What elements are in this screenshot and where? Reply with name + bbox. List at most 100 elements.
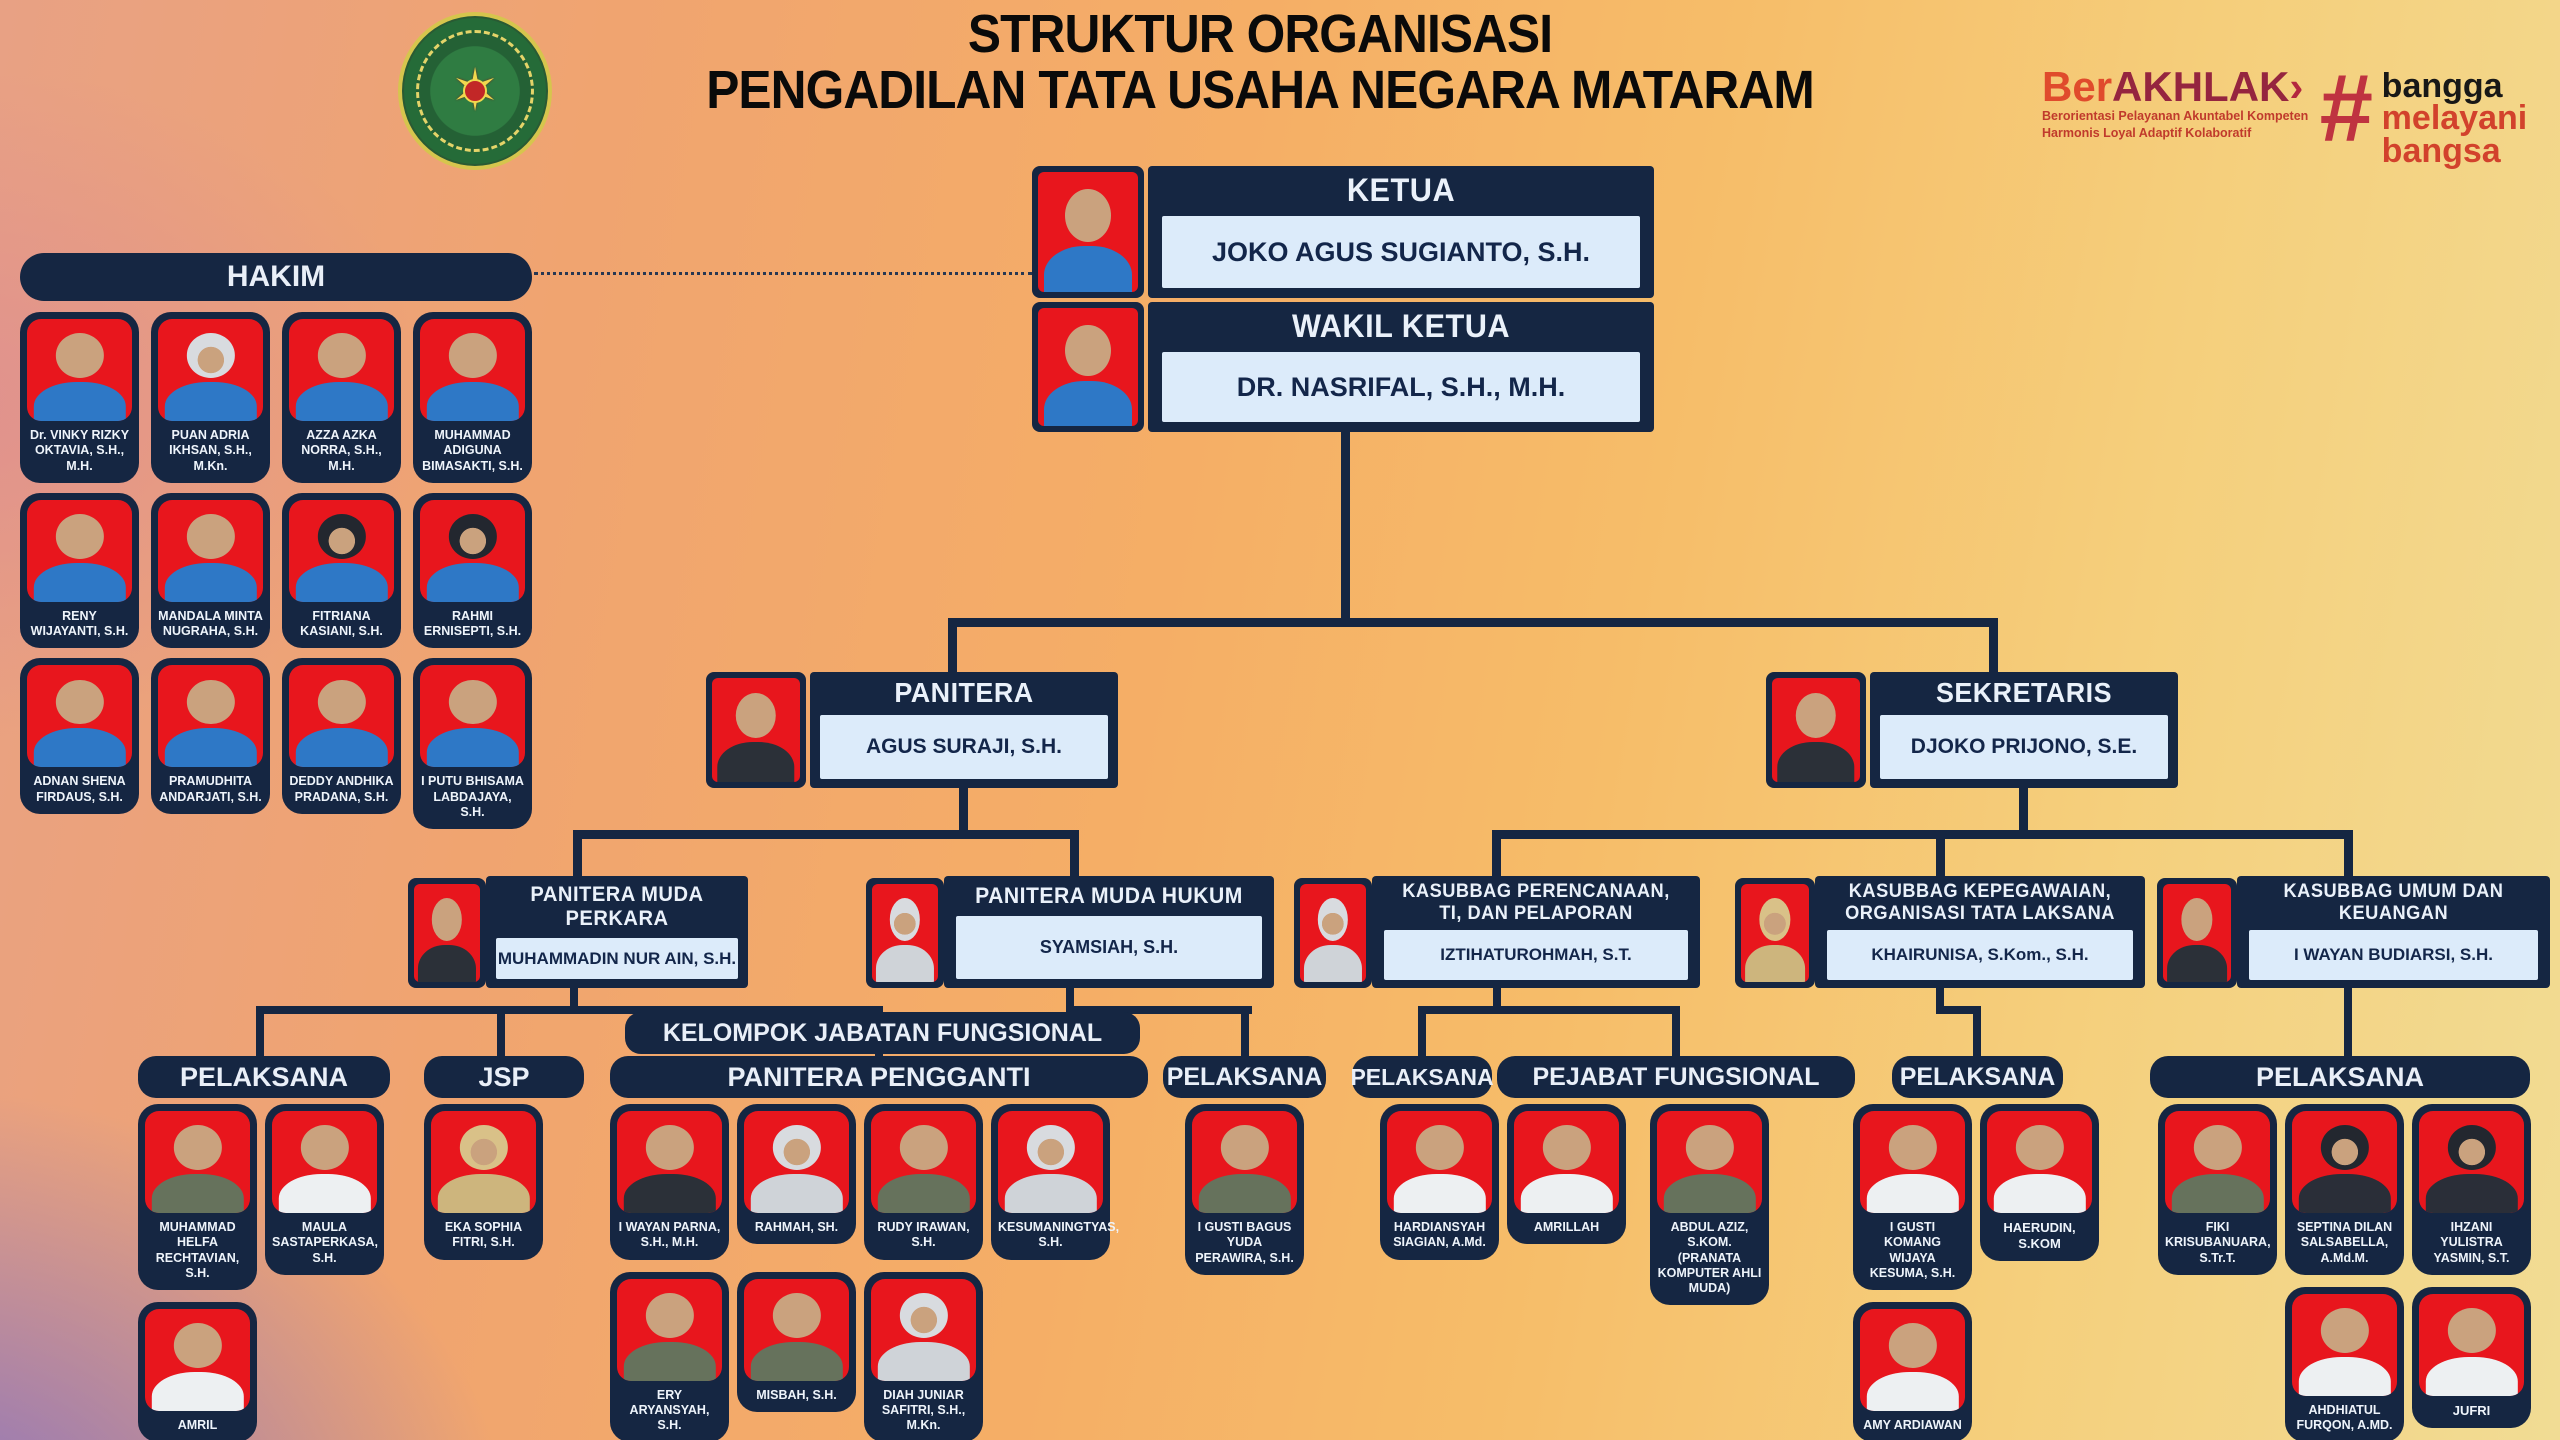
connector-line: [570, 986, 578, 1010]
kasubbag-umum-name: I WAYAN BUDIARSI, S.H.: [2249, 930, 2538, 980]
kasubbag-perencanaan-box: KASUBBAG PERENCANAAN, TI, DAN PELAPORAN …: [1372, 876, 1700, 988]
person-name: MISBAH, S.H.: [756, 1387, 837, 1402]
person-name: I GUSTI BAGUS YUDA PERAWIRA, S.H.: [1195, 1220, 1294, 1265]
connector-line: [1936, 1006, 1981, 1014]
connector-dotted-hakim: [534, 272, 1032, 275]
person-photo: [431, 1111, 536, 1213]
panmud-perkara-photo-frame: [408, 878, 486, 988]
person-photo: [145, 1111, 250, 1213]
person-card: HAERUDIN, S.KOM: [1980, 1104, 2099, 1261]
person-card: RENY WIJAYANTI, S.H.: [20, 492, 139, 649]
connector-line: [1989, 618, 1998, 674]
kasubbag-perencanaan-title1: KASUBBAG PERENCANAAN,: [1402, 881, 1670, 902]
word-melayani: melayani: [2381, 99, 2528, 138]
pelaksana-hukum-group: I GUSTI BAGUS YUDA PERAWIRA, S.H.: [1185, 1104, 1315, 1275]
sekretaris-box: SEKRETARIS DJOKO PRIJONO, S.E.: [1870, 672, 2178, 788]
person-photo: [871, 1111, 976, 1213]
panmud-hukum-name: SYAMSIAH, S.H.: [956, 916, 1262, 979]
person-card: MANDALA MINTA NUGRAHA, S.H.: [151, 492, 270, 649]
kasubbag-umum-photo: [2163, 884, 2231, 982]
panmud-perkara-title: PANITERA MUDA PERKARA: [530, 883, 704, 930]
pelaksana-kepegawaian-group: I GUSTI KOMANG WIJAYA KESUMA, S.H. HAERU…: [1853, 1104, 2103, 1440]
person-name: EKA SOPHIA FITRI, S.H.: [444, 1220, 523, 1250]
person-card: AHDHIATUL FURQON, A.MD.: [2285, 1286, 2404, 1440]
kasubbag-kepegawaian-box: KASUBBAG KEPEGAWAIAN, ORGANISASI TATA LA…: [1815, 876, 2145, 988]
person-card: AMY ARDIAWAN: [1853, 1302, 1972, 1440]
person-photo: [27, 499, 132, 602]
connector-line: [875, 1050, 883, 1060]
person-name: HARDIANSYAH SIAGIAN, A.Md.: [1393, 1220, 1486, 1250]
kasubbag-umum-title1: KASUBBAG UMUM DAN: [2283, 881, 2504, 902]
person-card: AMRILLAH: [1507, 1104, 1626, 1245]
jsp-group: EKA SOPHIA FITRI, S.H.: [424, 1104, 554, 1260]
connector-line: [497, 1006, 505, 1058]
person-photo: [998, 1111, 1103, 1213]
person-card: RAHMI ERNISEPTI, S.H.: [413, 492, 532, 649]
person-photo: [1987, 1111, 2092, 1213]
person-photo: [2165, 1111, 2270, 1213]
person-name: I PUTU BHISAMA LABDAJAYA, S.H.: [421, 774, 524, 819]
person-card: PRAMUDHITA ANDARJATI, S.H.: [151, 658, 270, 814]
title-line2: PENGADILAN TATA USAHA NEGARA MATARAM: [706, 60, 1814, 121]
kasubbag-umum-photo-frame: [2157, 878, 2237, 988]
person-card: I GUSTI BAGUS YUDA PERAWIRA, S.H.: [1185, 1104, 1304, 1275]
connector-line: [1936, 830, 1945, 878]
person-photo: [272, 1111, 377, 1213]
kasubbag-kepegawaian-title2: ORGANISASI TATA LAKSANA: [1845, 903, 2115, 924]
person-card: MUHAMMAD HELFA RECHTAVIAN, S.H.: [138, 1104, 257, 1290]
person-photo: [158, 499, 263, 602]
connector-line: [1973, 1006, 1981, 1058]
person-photo: [1514, 1111, 1619, 1213]
wakil-photo: [1038, 308, 1138, 426]
jsp-pill: JSP: [424, 1056, 584, 1098]
person-photo: [289, 665, 394, 768]
kasubbag-perencanaan-photo-frame: [1294, 878, 1372, 988]
connector-line: [1936, 986, 1944, 1010]
pelaksana-perkara-group: MUHAMMAD HELFA RECHTAVIAN, S.H. MAULA SA…: [138, 1104, 388, 1440]
person-card: ABDUL AZIZ, S.KOM. (PRANATA KOMPUTER AHL…: [1650, 1104, 1769, 1306]
person-card: AZZA AZKA NORRA, S.H., M.H.: [282, 312, 401, 483]
person-photo: [1192, 1111, 1297, 1213]
connector-line: [948, 618, 1998, 627]
word-bangsa: bangsa: [2381, 131, 2501, 170]
pelaksana-umum-group: FIKI KRISUBANUARA, S.Tr.T. SEPTINA DILAN…: [2158, 1104, 2536, 1440]
person-card: ERY ARYANSYAH, S.H.: [610, 1271, 729, 1440]
person-name: HAERUDIN, S.KOM: [2003, 1220, 2076, 1251]
pelaksana-perencanaan-group: HARDIANSYAH SIAGIAN, A.Md. AMRILLAH: [1380, 1104, 1630, 1260]
connector-line: [573, 830, 582, 878]
panmud-hukum-photo: [872, 884, 938, 982]
berakhlak-ber: Ber: [2042, 63, 2113, 110]
pelaksana-perkara-pill: PELAKSANA: [138, 1056, 390, 1098]
connector-line: [948, 618, 957, 674]
person-name: MUHAMMAD HELFA RECHTAVIAN, S.H.: [155, 1220, 240, 1280]
connector-line: [1493, 986, 1501, 1010]
panmud-perkara-photo: [414, 884, 480, 982]
seal-center-dot: [463, 79, 487, 103]
person-name: MAULA SASTAPERKASA, S.H.: [272, 1220, 379, 1265]
person-name: SEPTINA DILAN SALSABELLA, A.Md.M.: [2296, 1220, 2393, 1265]
connector-line: [1241, 1006, 1249, 1058]
panitera-name: AGUS SURAJI, S.H.: [820, 715, 1108, 779]
person-card: JUFRI: [2412, 1286, 2531, 1428]
pelaksana-perencanaan-pill: PELAKSANA: [1350, 1056, 1494, 1098]
person-card: SEPTINA DILAN SALSABELLA, A.Md.M.: [2285, 1104, 2404, 1275]
person-card: DIAH JUNIAR SAFITRI, S.H., M.Kn.: [864, 1271, 983, 1440]
person-name: RUDY IRAWAN, S.H.: [877, 1220, 970, 1250]
person-name: RENY WIJAYANTI, S.H.: [30, 608, 129, 638]
panmud-perkara-name: MUHAMMADIN NUR AIN, S.H.: [496, 938, 738, 979]
kasubbag-kepegawaian-photo-frame: [1735, 878, 1815, 988]
person-name: KESUMANINGTYAS, S.H.: [998, 1220, 1120, 1250]
person-name: I GUSTI KOMANG WIJAYA KESUMA, S.H.: [1869, 1220, 1956, 1280]
person-card: Dr. VINKY RIZKY OKTAVIA, S.H., M.H.: [20, 312, 139, 483]
person-name: AMY ARDIAWAN: [1863, 1418, 1962, 1432]
wakil-name: DR. NASRIFAL, S.H., M.H.: [1162, 352, 1640, 422]
panitera-pengganti-group: I WAYAN PARNA, S.H., M.H. RAHMAH, SH. RU…: [610, 1104, 1120, 1440]
person-card: MUHAMMAD ADIGUNA BIMASAKTI, S.H.: [413, 312, 532, 483]
court-seal-logo: ✶: [398, 12, 552, 170]
person-photo: [158, 665, 263, 768]
person-card: ADNAN SHENA FIRDAUS, S.H.: [20, 658, 139, 814]
person-card: MISBAH, S.H.: [737, 1271, 856, 1412]
ketua-title: KETUA: [1346, 172, 1456, 208]
person-name: IHZANI YULISTRA YASMIN, S.T.: [2433, 1220, 2510, 1265]
connector-line: [1066, 1006, 1252, 1014]
